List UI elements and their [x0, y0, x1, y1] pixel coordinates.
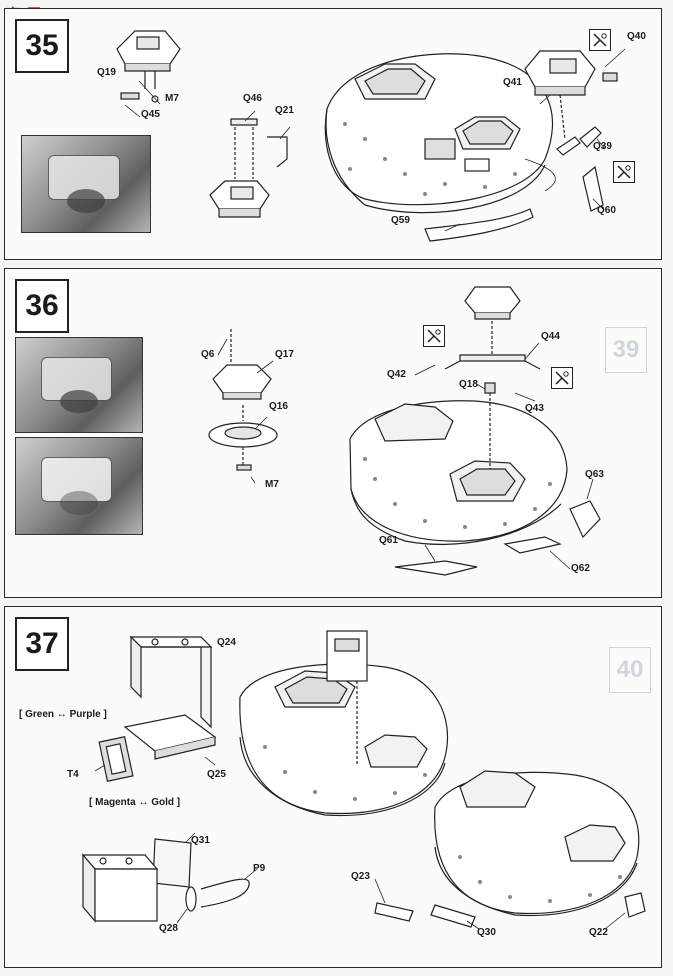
assembly-drawing: [116, 30, 626, 242]
part-label: Q44: [541, 331, 560, 342]
next-step-badge: 40: [609, 647, 651, 693]
cut-tool-icon: [613, 161, 635, 183]
cut-tool-icon: [551, 367, 573, 389]
step-37-panel: 37 40: [4, 606, 662, 968]
cut-tool-icon: [589, 29, 611, 51]
step-number: 35: [15, 19, 69, 73]
step-number: 37: [15, 617, 69, 671]
part-label: Q28: [159, 923, 178, 934]
part-label: Q19: [97, 67, 116, 78]
part-label: M7: [165, 93, 179, 104]
part-label: Q41: [503, 77, 522, 88]
reference-photo: [15, 337, 143, 433]
cut-tool-icon: [423, 325, 445, 347]
part-label: Q30: [477, 927, 496, 938]
part-label: Q16: [269, 401, 288, 412]
part-label: Q62: [571, 563, 590, 574]
part-label: Q21: [275, 105, 294, 116]
part-label: Q24: [217, 637, 236, 648]
part-label: Q17: [275, 349, 294, 360]
part-label: Q31: [191, 835, 210, 846]
color-change-note: [ Magenta ↔ Gold ]: [89, 797, 181, 808]
part-label: Q60: [597, 205, 616, 216]
part-label: Q25: [207, 769, 226, 780]
step-36-panel: 36 39: [4, 268, 662, 598]
part-label: Q61: [379, 535, 398, 546]
part-label: Q22: [589, 927, 608, 938]
part-label: Q45: [141, 109, 160, 120]
reference-photo: [21, 135, 151, 233]
part-label: Q39: [593, 141, 612, 152]
part-label: P9: [253, 863, 266, 874]
reference-photo: [15, 437, 143, 535]
part-label: Q6: [201, 349, 215, 360]
part-label: M7: [265, 479, 279, 490]
part-label: Q23: [351, 871, 370, 882]
step-35-panel: 35: [4, 8, 662, 260]
assembly-drawing: [81, 630, 646, 930]
part-label: Q18: [459, 379, 478, 390]
step-number: 36: [15, 279, 69, 333]
color-change-note: [ Green ↔ Purple ]: [19, 709, 107, 720]
part-label: Q43: [525, 403, 544, 414]
assembly-drawing: [208, 286, 601, 576]
part-label: Q42: [387, 369, 406, 380]
part-label: Q40: [627, 31, 646, 42]
part-label: Q46: [243, 93, 262, 104]
part-label: Q59: [391, 215, 410, 226]
part-label: Q63: [585, 469, 604, 480]
next-step-badge: 39: [605, 327, 647, 373]
part-label: T4: [67, 769, 79, 780]
